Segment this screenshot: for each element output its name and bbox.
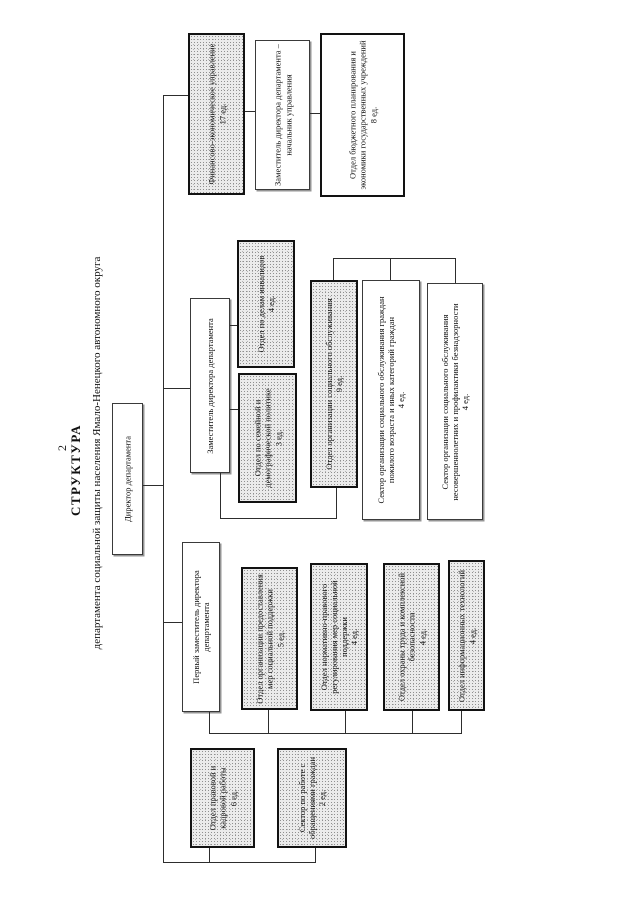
org-box-first-deputy: Первый заместитель директора департамент… <box>182 542 220 712</box>
connector-first-deputy-drop <box>209 712 210 734</box>
connector-rail-labor-safety <box>412 711 413 734</box>
org-box-sector-elderly: Сектор организации социального обслужива… <box>362 280 420 520</box>
org-box-soc-service: Отдел организации социального обслуживан… <box>310 280 358 488</box>
org-box-it-units: 4 ед. <box>466 627 477 644</box>
connector-deputy-soc-service <box>220 518 337 519</box>
org-box-sector-elderly-label: Сектор организации социального обслужива… <box>375 296 396 504</box>
connector-deputy-disabled <box>230 325 237 326</box>
connector-deputy-family <box>230 409 238 410</box>
page-title: СТРУКТУРА <box>64 400 88 540</box>
connector-rail-soc-support <box>268 710 269 734</box>
org-box-sector-appeals: Сектор по работе с обращениями граждан 2… <box>277 748 347 848</box>
org-box-family-units: 3 ед. <box>272 429 283 447</box>
connector-first-deputy-rail <box>209 733 462 734</box>
org-box-deputy-label: Заместитель директора департамента <box>204 317 215 454</box>
connector-fin-upr-deputy-head <box>245 111 255 112</box>
org-box-budget-label: Отдел бюджетного планирования и экономик… <box>347 40 368 190</box>
org-box-sector-minors-label: Сектор организации социального обслужива… <box>439 302 460 501</box>
org-box-deputy-head-label: Заместитель директора департамента – нач… <box>272 44 293 186</box>
connector-rail-sector-minors <box>455 258 456 283</box>
connector-director-trunk <box>143 485 163 486</box>
connector-stub-legal-hr <box>209 848 210 862</box>
connector-branch-fin-upr <box>163 95 188 96</box>
connector-rail-it <box>461 711 462 734</box>
org-box-sector-appeals-label: Сектор по работе с обращениями граждан <box>296 757 317 840</box>
org-box-deputy-head: Заместитель директора департамента – нач… <box>255 40 310 190</box>
org-box-soc-support: Отдел организации предоставления мер соц… <box>241 567 298 710</box>
page-subtitle: департамента социальной защиты населения… <box>87 200 107 705</box>
org-box-disabled: Отдел по делам инвалидов 4 ед. <box>237 240 295 368</box>
org-box-legal-reg-label: Отдел нормативно-правового регулирования… <box>318 580 349 694</box>
org-box-legal-reg-units: 4 ед. <box>349 628 360 646</box>
connector-trunk <box>163 95 164 863</box>
org-box-legal-hr-units: 6 ед. <box>227 789 238 807</box>
connector-branch-first-deputy <box>163 622 182 623</box>
connector-branch-deputy <box>163 388 190 389</box>
org-box-first-deputy-label: Первый заместитель директора департамент… <box>190 570 211 684</box>
org-box-legal-hr-label: Отдел правовой и кадровой работы <box>207 765 228 831</box>
org-box-disabled-label: Отдел по делам инвалидов <box>255 255 266 353</box>
org-box-family: Отдел по семейной и демографической поли… <box>238 373 297 503</box>
connector-deputy-head-budget <box>310 113 320 114</box>
org-box-legal-reg: Отдел нормативно-правового регулирования… <box>310 563 368 711</box>
connector-stub-sector-appeals <box>315 848 316 863</box>
org-box-soc-support-units: 5 ед. <box>274 630 285 647</box>
connector-rail-soc-service <box>333 258 334 280</box>
org-box-family-label: Отдел по семейной и демографической поли… <box>252 388 273 488</box>
page-subtitle-text: департамента социальной защиты населения… <box>91 256 103 649</box>
connector-soc-service-stub <box>336 488 337 519</box>
org-box-sector-appeals-units: 2 ед. <box>317 789 328 807</box>
org-box-director: Директор департамента <box>112 403 143 555</box>
org-box-it: Отдел информационных технологий 4 ед. <box>448 560 485 711</box>
org-box-director-label: Директор департамента <box>122 435 133 523</box>
org-box-it-label: Отдел информационных технологий <box>456 569 467 702</box>
org-box-soc-service-label: Отдел организации социального обслуживан… <box>323 298 334 470</box>
org-box-fin-upr: Финансово-экономическое управление 17 ед… <box>188 33 245 195</box>
org-box-deputy: Заместитель директора департамента <box>190 298 230 473</box>
connector-rail-sector-elderly <box>390 258 391 280</box>
org-box-sector-minors: Сектор организации социального обслужива… <box>427 283 483 520</box>
org-box-sector-minors-units: 4 ед. <box>460 393 471 410</box>
page-title-text: СТРУКТУРА <box>68 423 83 517</box>
connector-rail-legal-reg <box>345 711 346 734</box>
org-box-labor-safety-units: 4 ед. <box>416 628 427 646</box>
org-box-budget: Отдел бюджетного планирования и экономик… <box>320 33 405 197</box>
org-box-soc-service-units: 9 ед. <box>334 375 344 393</box>
org-box-labor-safety-label: Отдел охраны труда и комплексной безопас… <box>396 572 417 702</box>
org-box-labor-safety: Отдел охраны труда и комплексной безопас… <box>383 563 440 711</box>
connector-deputy-drop <box>220 473 221 518</box>
org-box-fin-upr-label: Финансово-экономическое управление <box>206 43 217 185</box>
connector-sectors-rail <box>333 258 456 259</box>
org-box-soc-support-label: Отдел организации предоставления мер соц… <box>254 573 275 704</box>
org-box-sector-elderly-units: 4 ед. <box>396 391 407 409</box>
org-box-legal-hr: Отдел правовой и кадровой работы 6 ед. <box>190 748 255 848</box>
org-box-budget-units: 8 ед. <box>367 106 378 124</box>
org-box-disabled-units: 4 ед. <box>266 295 276 313</box>
org-box-fin-upr-units: 17 ед. <box>216 103 227 125</box>
connector-bottom-rail <box>163 862 316 863</box>
